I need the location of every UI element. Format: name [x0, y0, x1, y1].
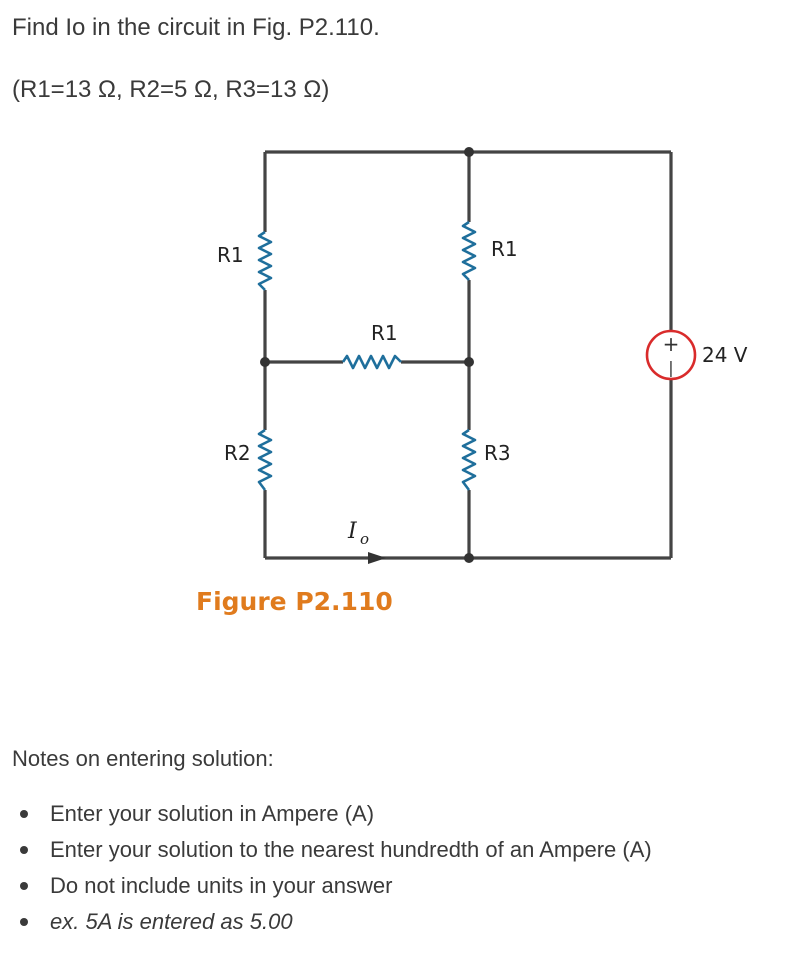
list-item: ex. 5A is entered as 5.00	[0, 904, 652, 940]
circuit-diagram: + | R1 R1 R1 R2 R3 24 V I o Figure P2.11…	[196, 147, 748, 616]
resistor-r2	[257, 428, 273, 491]
label-r1-horizontal: R1	[371, 321, 398, 345]
notes-list: Enter your solution in Ampere (A) Enter …	[0, 796, 652, 940]
node-bottom-middle	[464, 553, 474, 563]
resistor-values: (R1=13 Ω, R2=5 Ω, R3=13 Ω)	[12, 76, 330, 103]
label-r1-middle: R1	[491, 237, 518, 261]
label-source-voltage: 24 V	[702, 343, 748, 367]
node-center	[464, 357, 474, 367]
resistor-r1-horizontal	[341, 354, 402, 370]
label-io-subscript: o	[360, 530, 369, 548]
notes-heading: Notes on entering solution:	[12, 746, 274, 771]
question-text: Find Io in the circuit in Fig. P2.110.	[12, 14, 380, 41]
list-item: Enter your solution to the nearest hundr…	[0, 832, 652, 868]
list-item: Enter your solution in Ampere (A)	[0, 796, 652, 832]
resistor-r3	[461, 428, 477, 491]
label-io: I	[347, 519, 358, 544]
node-top-middle	[464, 147, 474, 157]
node-left-middle	[260, 357, 270, 367]
source-plus-sign: +	[663, 332, 680, 356]
voltage-source-icon	[645, 329, 697, 381]
label-r3: R3	[484, 441, 511, 465]
label-r1-left: R1	[217, 243, 244, 267]
figure-caption: Figure P2.110	[196, 587, 393, 616]
label-r2: R2	[224, 441, 251, 465]
resistor-r1-middle	[461, 220, 477, 281]
source-minus-sign: |	[668, 358, 673, 377]
list-item: Do not include units in your answer	[0, 868, 652, 904]
resistor-r1-left	[257, 230, 273, 291]
io-arrow-icon	[368, 552, 386, 564]
